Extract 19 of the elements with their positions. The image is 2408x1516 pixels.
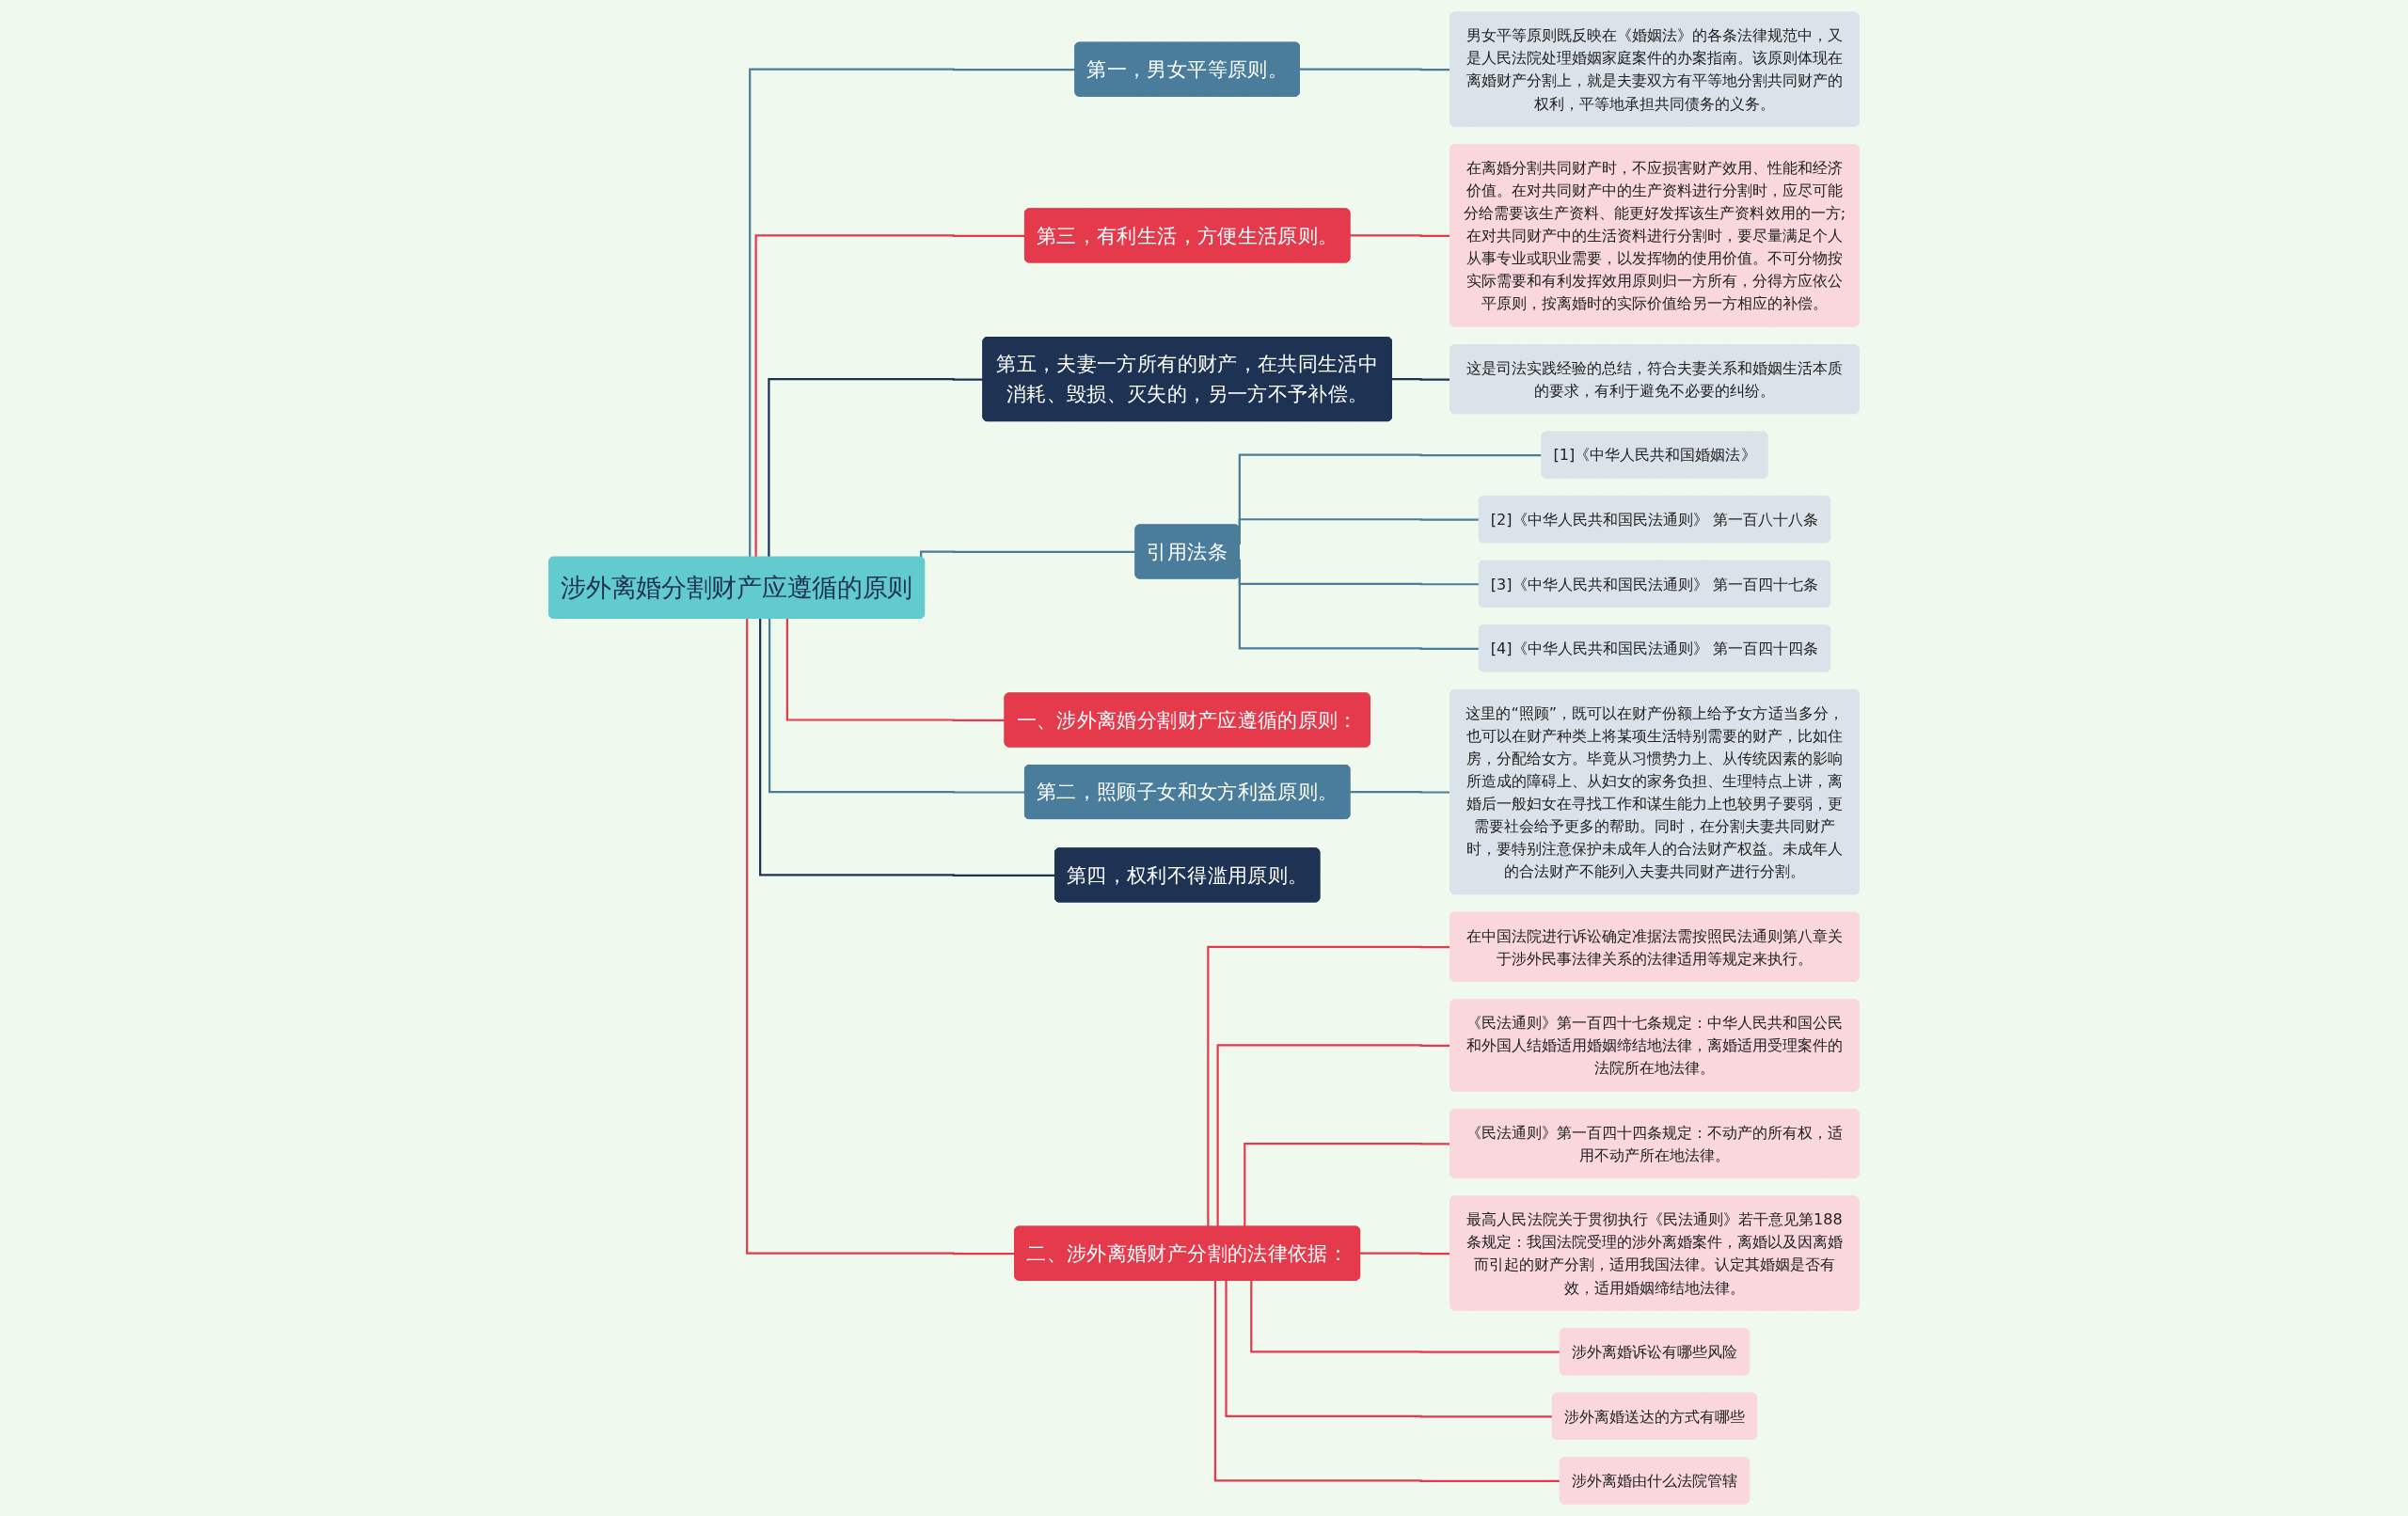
connector xyxy=(754,234,1025,558)
connector xyxy=(768,618,1025,794)
connector xyxy=(920,550,1136,558)
connector xyxy=(1207,945,1451,1227)
connector xyxy=(785,618,1006,722)
connector xyxy=(1349,234,1451,237)
connector xyxy=(768,378,984,558)
connector xyxy=(1358,1252,1451,1255)
connector xyxy=(1216,1044,1451,1227)
connector xyxy=(1244,1142,1451,1227)
connector xyxy=(1213,1280,1560,1482)
connector xyxy=(1349,790,1451,794)
connector xyxy=(1225,1280,1553,1418)
connector xyxy=(746,618,1016,1255)
connector xyxy=(759,618,1055,876)
connector xyxy=(1390,378,1451,381)
connector xyxy=(1250,1280,1560,1353)
connector xyxy=(749,68,1076,558)
connector xyxy=(1298,68,1451,71)
